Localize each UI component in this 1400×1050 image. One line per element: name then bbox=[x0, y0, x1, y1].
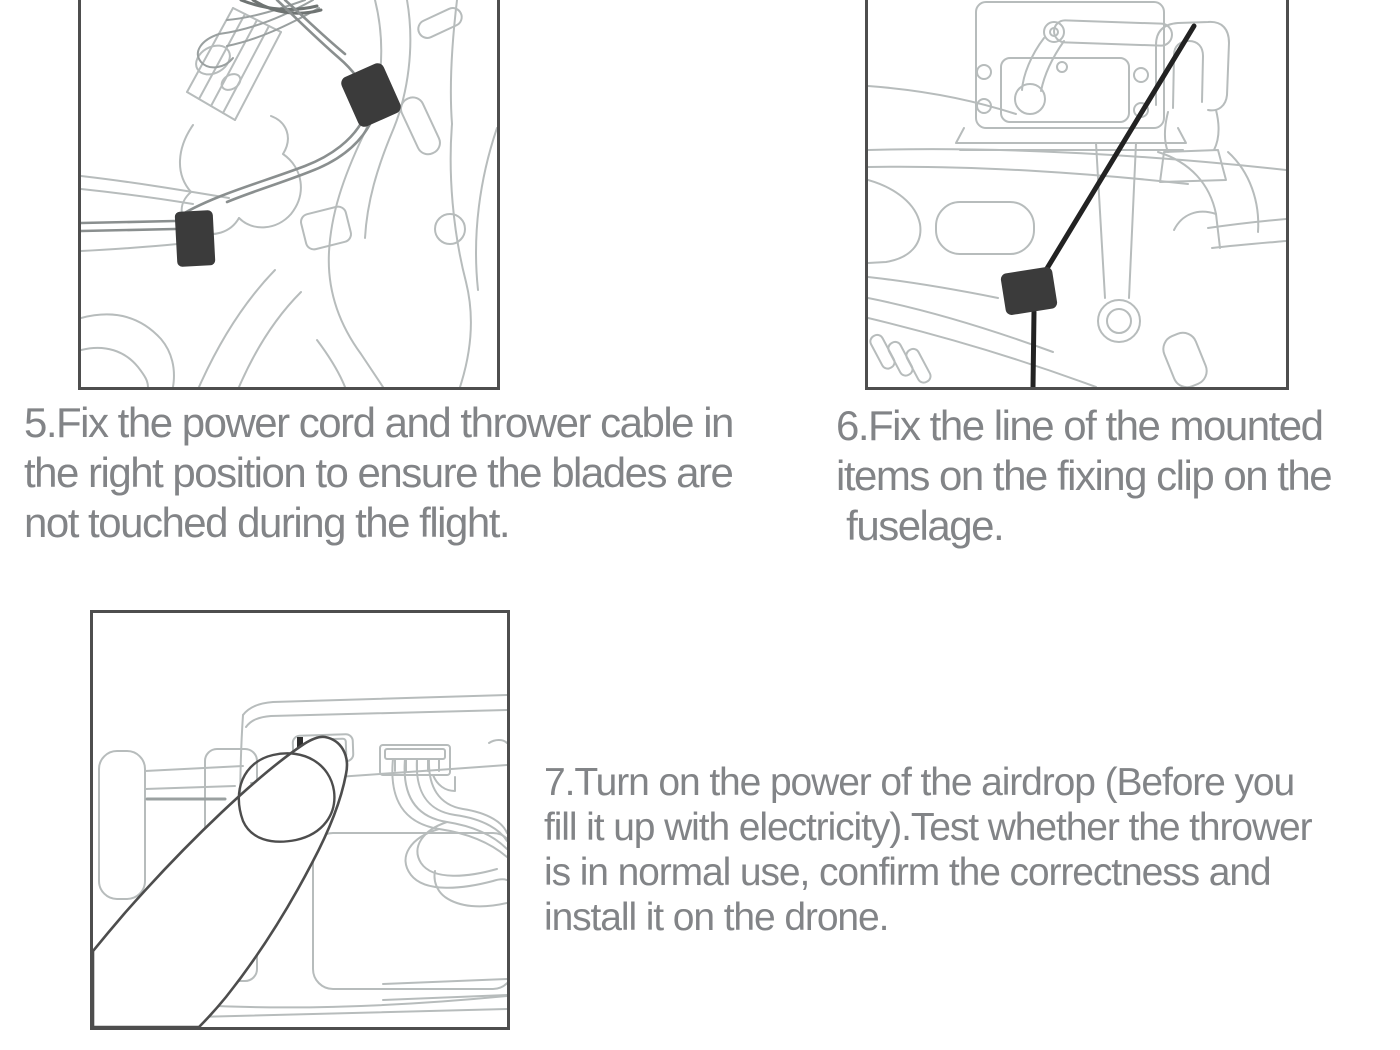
fixing-clip bbox=[1000, 267, 1058, 315]
power-switch-illustration bbox=[93, 694, 507, 1027]
fingernail bbox=[237, 752, 336, 843]
figure-power-switch-panel bbox=[90, 610, 510, 1030]
step7-caption-line4: install it on the drone. bbox=[544, 896, 889, 939]
step5-caption-line1: 5.Fix the power cord and thrower cable i… bbox=[24, 399, 734, 446]
step5-caption-line3: not touched during the flight. bbox=[24, 499, 511, 546]
step5-caption: 5.Fix the power cord and thrower cable i… bbox=[24, 398, 734, 548]
step6-caption-line3: fuselage. bbox=[836, 502, 1004, 549]
finger bbox=[93, 735, 349, 1027]
figure-fuselage-clip-panel bbox=[865, 0, 1289, 390]
step7-caption: 7.Turn on the power of the airdrop (Befo… bbox=[544, 760, 1313, 940]
left-bracket bbox=[98, 750, 244, 900]
release-hook bbox=[1155, 20, 1230, 183]
step6-caption-line1: 6.Fix the line of the mounted bbox=[836, 402, 1324, 449]
mounted-item-line bbox=[1030, 23, 1197, 387]
connector-wires bbox=[391, 758, 507, 908]
step6-caption-line2: items on the fixing clip on the bbox=[836, 452, 1333, 499]
cable-clip-lower bbox=[174, 210, 216, 267]
step6-caption: 6.Fix the line of the mounted items on t… bbox=[836, 401, 1333, 551]
drone-frame-lines bbox=[81, 0, 497, 387]
cable-fixing-illustration bbox=[81, 0, 497, 387]
step5-caption-line2: the right position to ensure the blades … bbox=[24, 449, 734, 496]
step7-caption-line2: fill it up with electricity).Test whethe… bbox=[544, 806, 1313, 849]
vent-slots bbox=[869, 333, 932, 384]
servo-arm bbox=[1014, 19, 1173, 115]
step7-caption-line3: is in normal use, confirm the correctnes… bbox=[544, 851, 1272, 894]
fuselage-lines bbox=[868, 85, 1286, 387]
fuselage-clip-illustration bbox=[868, 1, 1286, 387]
wire-bundle bbox=[196, 0, 323, 69]
step7-caption-line1: 7.Turn on the power of the airdrop (Befo… bbox=[544, 761, 1295, 804]
cable-clip-upper bbox=[341, 63, 401, 127]
figure-cable-clips-panel bbox=[78, 0, 500, 390]
